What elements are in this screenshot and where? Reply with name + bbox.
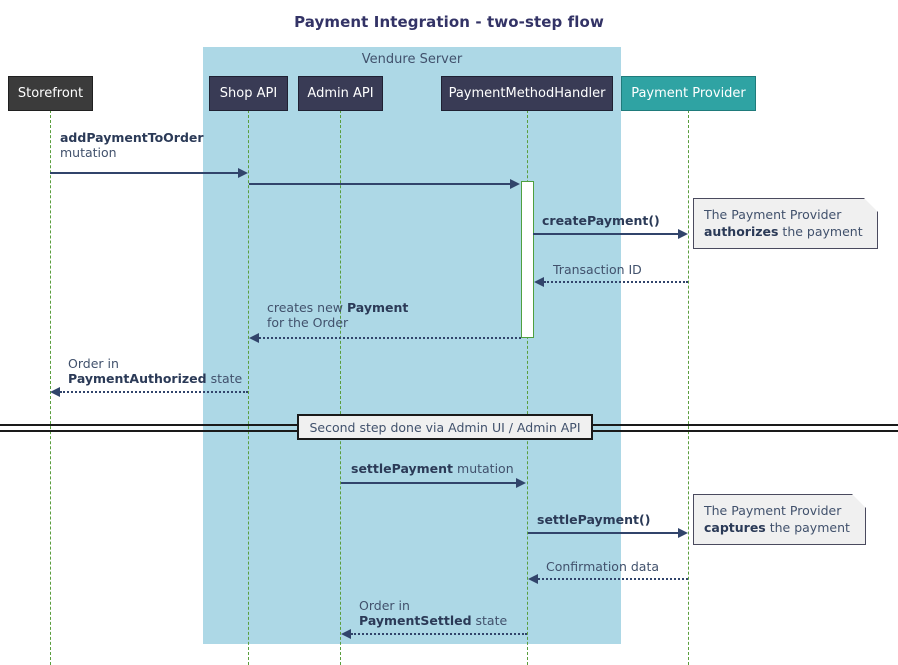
message-label-line2-rest-order-payment-settled: state — [471, 613, 508, 628]
message-line-transaction-id — [544, 281, 688, 283]
note-line2-rest-authorizes: the payment — [778, 224, 863, 239]
note-line1-captures: The Payment Provider — [704, 503, 842, 518]
participant-label-shop-api: Shop API — [219, 86, 278, 101]
message-label-create-payment: createPayment() — [542, 213, 660, 228]
message-label-rest-settle-payment-mutation: mutation — [453, 461, 514, 476]
message-label-settle-payment-mutation: settlePayment mutation — [351, 461, 514, 476]
message-label-bold-settle-payment-mutation: settlePayment — [351, 461, 454, 476]
note-line1-authorizes: The Payment Provider — [704, 207, 842, 222]
note-line2-bold-authorizes: authorizes — [704, 224, 779, 239]
message-label-line1-order-payment-settled: Order in — [359, 598, 410, 613]
message-arrow-order-payment-authorized — [50, 387, 60, 397]
message-label-line2-rest-order-payment-authorized: state — [206, 371, 243, 386]
divider-label: Second step done via Admin UI / Admin AP… — [309, 419, 581, 435]
participant-label-admin-api: Admin API — [307, 86, 374, 101]
group-box-vendure-server — [203, 47, 621, 644]
message-label-line1-order-payment-authorized: Order in — [68, 356, 119, 371]
message-label-line2-bold-order-payment-settled: PaymentSettled — [359, 613, 472, 628]
lifeline-payment-method-handler — [527, 110, 528, 665]
participant-label-storefront: Storefront — [17, 86, 84, 101]
message-label-bold-settle-payment-call: settlePayment() — [537, 512, 651, 527]
message-label-order-payment-settled: Order in PaymentSettled state — [359, 598, 507, 628]
message-label-bold-create-payment: createPayment() — [542, 213, 660, 228]
divider-label-box: Second step done via Admin UI / Admin AP… — [297, 414, 593, 440]
message-arrow-creates-new-payment — [249, 333, 259, 343]
message-label-line2-bold-order-payment-authorized: PaymentAuthorized — [68, 371, 207, 386]
note-fold-icon-authorizes — [864, 198, 878, 212]
message-label-rest-transaction-id: Transaction ID — [553, 262, 642, 277]
note-fold-icon-captures — [852, 494, 866, 508]
note-authorizes: The Payment Provider authorizes the paym… — [693, 198, 878, 249]
activation-payment-method-handler — [521, 181, 534, 338]
note-captures: The Payment Provider captures the paymen… — [693, 494, 866, 545]
message-line-confirmation-data — [538, 578, 688, 580]
message-line-shop-api-to-handler — [249, 183, 511, 185]
message-line-order-payment-settled — [351, 633, 527, 635]
message-line-add-payment-to-order — [50, 172, 239, 174]
message-arrow-confirmation-data — [528, 574, 538, 584]
participant-payment-provider[interactable]: Payment Provider — [621, 76, 756, 111]
participant-shop-api[interactable]: Shop API — [209, 76, 288, 111]
message-label-line1-bold-creates-new-payment: Payment — [346, 300, 409, 315]
message-line-create-payment — [533, 233, 679, 235]
message-label-line2-creates-new-payment: for the Order — [267, 315, 349, 330]
participant-admin-api[interactable]: Admin API — [298, 76, 383, 111]
participant-label-payment-method-handler: PaymentMethodHandler — [448, 86, 606, 101]
message-arrow-transaction-id — [534, 277, 544, 287]
message-label-settle-payment-call: settlePayment() — [537, 512, 650, 527]
note-line2-bold-captures: captures — [704, 520, 766, 535]
message-label-confirmation-data: Confirmation data — [546, 559, 659, 574]
message-line-order-payment-authorized — [60, 391, 248, 393]
note-line2-authorizes: authorizes the payment — [704, 223, 867, 240]
message-arrow-shop-api-to-handler — [510, 179, 520, 189]
note-line2-captures: captures the payment — [704, 519, 855, 536]
page-title: Payment Integration - two-step flow — [294, 13, 604, 31]
lifeline-shop-api — [248, 110, 249, 665]
message-line-creates-new-payment — [259, 337, 521, 339]
message-arrow-create-payment — [678, 229, 688, 239]
message-label-rest-add-payment-to-order: mutation — [60, 145, 117, 160]
message-label-add-payment-to-order: addPaymentToOrder mutation — [60, 130, 204, 160]
message-arrow-add-payment-to-order — [238, 168, 248, 178]
message-label-line1-pre-creates-new-payment: creates new — [267, 300, 347, 315]
message-label-order-payment-authorized: Order in PaymentAuthorized state — [68, 356, 242, 386]
lifeline-admin-api — [340, 110, 341, 665]
message-arrow-settle-payment-mutation — [516, 478, 526, 488]
message-label-transaction-id: Transaction ID — [553, 262, 642, 277]
message-line-settle-payment-call — [528, 532, 679, 534]
message-label-rest-confirmation-data: Confirmation data — [546, 559, 660, 574]
participant-payment-method-handler[interactable]: PaymentMethodHandler — [441, 76, 613, 111]
message-label-bold-add-payment-to-order: addPaymentToOrder — [60, 130, 204, 145]
note-line2-rest-captures: the payment — [765, 520, 850, 535]
participant-storefront[interactable]: Storefront — [8, 76, 93, 111]
lifeline-payment-provider — [688, 110, 689, 665]
message-label-creates-new-payment: creates new Payment for the Order — [267, 300, 408, 330]
message-arrow-order-payment-settled — [341, 629, 351, 639]
message-arrow-settle-payment-call — [678, 528, 688, 538]
participant-label-payment-provider: Payment Provider — [631, 86, 746, 101]
group-label-vendure-server: Vendure Server — [361, 52, 463, 67]
message-line-settle-payment-mutation — [341, 482, 517, 484]
